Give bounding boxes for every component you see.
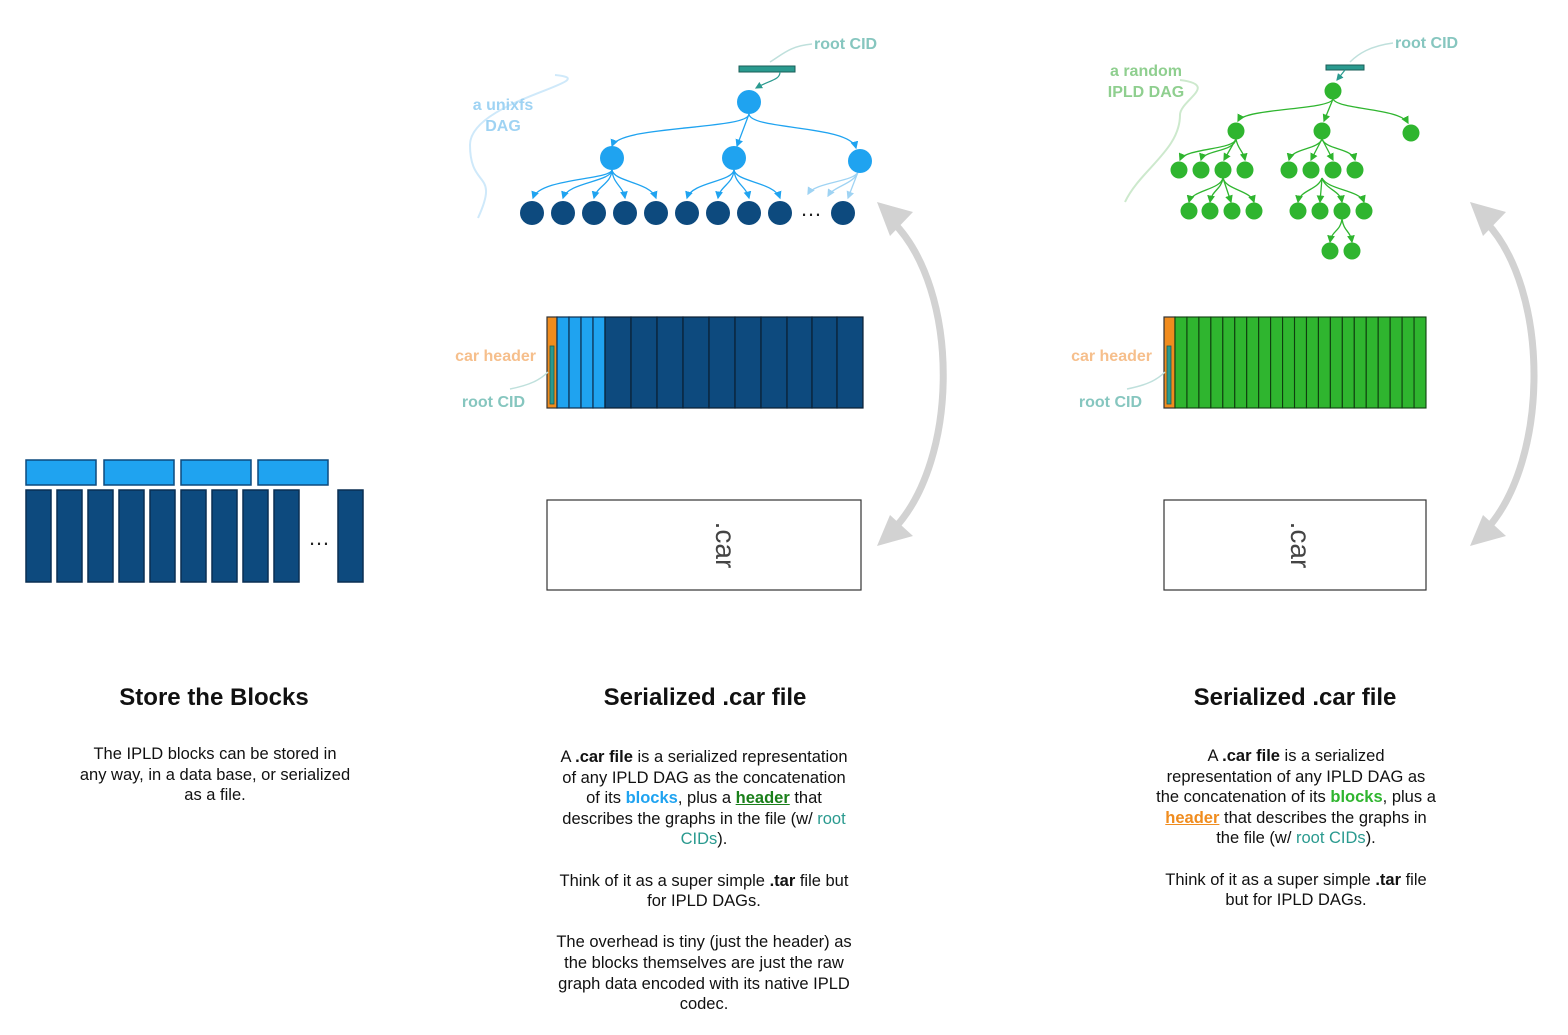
random-car-root-cid-slot bbox=[1166, 345, 1172, 405]
unixfs-conversion-arrow bbox=[877, 202, 947, 546]
random-car-block bbox=[1186, 316, 1200, 409]
random-car-block bbox=[1329, 316, 1343, 409]
header-highlight: header bbox=[1165, 808, 1220, 827]
unixfs-dag-edges bbox=[531, 113, 859, 200]
unixfs-dag-label-line1: a unixfs bbox=[473, 97, 534, 114]
header-highlight: header bbox=[735, 789, 790, 808]
random-car-block bbox=[1270, 316, 1284, 409]
unixfs-car-light-blocks bbox=[556, 316, 606, 409]
unixfs-leaf-ellipsis: … bbox=[800, 196, 822, 221]
random-car-title: Serialized .car file bbox=[1193, 684, 1397, 711]
unixfs-desc-paragraph-1: A .car file is a serialized representati… bbox=[560, 748, 848, 849]
store-blocks-title: Store the Blocks bbox=[119, 684, 309, 711]
unixfs-car-dark-blocks bbox=[604, 316, 864, 409]
unixfs-root-cid-connector bbox=[769, 43, 813, 63]
unixfs-dag-edges-faded bbox=[807, 171, 859, 200]
random-desc-paragraph-2: Think of it as a super simple .tar file … bbox=[1165, 870, 1427, 910]
random-car-block bbox=[1353, 316, 1367, 409]
random-car-block bbox=[1377, 316, 1391, 409]
random-car-block bbox=[1234, 316, 1248, 409]
random-dag-edges bbox=[1178, 98, 1409, 244]
unixfs-dag-label-connector bbox=[468, 74, 569, 219]
unixfs-car-file-label: .car bbox=[710, 522, 741, 569]
random-root-cid-label: root CID bbox=[1395, 35, 1458, 52]
random-car-block bbox=[1317, 316, 1331, 409]
random-dag-nodes bbox=[1170, 82, 1420, 260]
random-car-block bbox=[1293, 316, 1308, 409]
unixfs-root-cid-bar bbox=[738, 65, 796, 73]
random-root-cid-bar bbox=[1325, 64, 1365, 71]
random-car-block bbox=[1305, 316, 1319, 409]
random-car-root-cid-label: root CID bbox=[1079, 394, 1142, 411]
random-car-block bbox=[1246, 316, 1260, 409]
unixfs-dag-label-line2: DAG bbox=[485, 118, 521, 135]
store-blocks-description: The IPLD blocks can be stored in any way… bbox=[79, 745, 351, 805]
unixfs-car-root-cid-label: root CID bbox=[462, 394, 525, 411]
unixfs-car-strip: car header root CID bbox=[455, 316, 864, 411]
random-car-block bbox=[1222, 316, 1236, 409]
random-dag-label-line2: IPLD DAG bbox=[1108, 84, 1184, 101]
blocks-highlight: blocks bbox=[1330, 788, 1383, 807]
random-car-description: A .car file is a serialized representati… bbox=[1153, 746, 1439, 931]
unixfs-car-header-label: car header bbox=[455, 348, 536, 365]
unixfs-car-description: A .car file is a serialized representati… bbox=[554, 747, 854, 1035]
root-cids-highlight: root CIDs bbox=[1296, 829, 1366, 848]
random-car-block bbox=[1258, 316, 1272, 409]
random-car-block bbox=[1365, 316, 1379, 409]
random-car-block bbox=[1389, 316, 1403, 409]
random-car-block bbox=[1282, 316, 1296, 409]
random-car-block bbox=[1174, 316, 1188, 409]
random-car-block bbox=[1401, 316, 1415, 409]
random-dag-label-connector bbox=[1124, 79, 1199, 203]
block-header-row bbox=[25, 459, 329, 486]
random-car-green-blocks bbox=[1174, 316, 1427, 409]
random-car-block bbox=[1198, 316, 1212, 409]
random-car-file-label: .car bbox=[1285, 522, 1316, 569]
stored-blocks-illustration: … bbox=[25, 459, 364, 583]
unixfs-dag-nodes bbox=[520, 90, 872, 225]
unixfs-root-cid-label: root CID bbox=[814, 36, 877, 53]
random-desc-paragraph-1: A .car file is a serialized representati… bbox=[1156, 747, 1436, 848]
random-car-strip: car header root CID bbox=[1071, 316, 1427, 411]
root-cids-highlight: root CIDs bbox=[680, 809, 846, 849]
blocks-highlight: blocks bbox=[625, 789, 678, 808]
random-car-block bbox=[1210, 316, 1224, 409]
unixfs-desc-paragraph-3: The overhead is tiny (just the header) a… bbox=[556, 933, 852, 1014]
unixfs-car-title: Serialized .car file bbox=[603, 684, 807, 711]
unixfs-car-root-cid-slot bbox=[549, 345, 555, 405]
random-car-block bbox=[1341, 316, 1355, 409]
stored-block-row bbox=[25, 489, 364, 583]
stored-blocks-ellipsis: … bbox=[308, 525, 330, 550]
unixfs-car-file: .car bbox=[546, 499, 862, 591]
random-dag-label-line1: a random bbox=[1110, 63, 1182, 80]
random-car-block bbox=[1413, 316, 1427, 409]
random-conversion-arrow bbox=[1470, 202, 1538, 546]
unixfs-dag: a unixfs DAG root CID bbox=[468, 36, 877, 225]
random-car-header-label: car header bbox=[1071, 348, 1152, 365]
random-root-cid-connector bbox=[1349, 42, 1394, 63]
random-car-file: .car bbox=[1163, 499, 1427, 591]
unixfs-desc-paragraph-2: Think of it as a super simple .tar file … bbox=[559, 871, 849, 911]
random-dag: a random IPLD DAG root CID bbox=[1108, 35, 1458, 260]
